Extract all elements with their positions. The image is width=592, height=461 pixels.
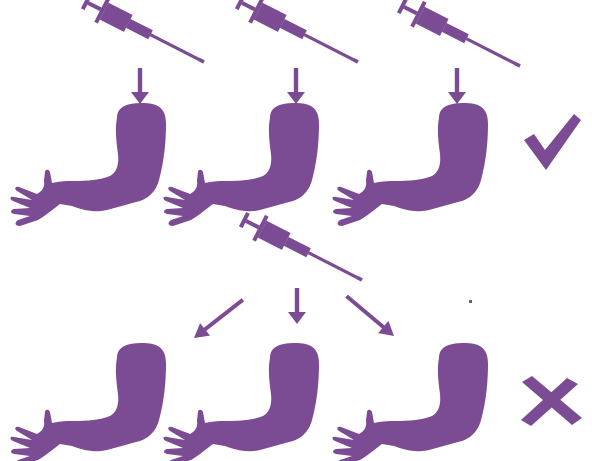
arm-icon bbox=[163, 343, 319, 461]
arm-icon bbox=[10, 343, 167, 461]
arrow-down-right-icon bbox=[341, 290, 400, 343]
syringe-icon bbox=[232, 0, 365, 75]
row-shared-syringe bbox=[10, 206, 582, 461]
arm-icon bbox=[10, 103, 167, 226]
stray-dot bbox=[469, 300, 472, 303]
arrow-down-icon bbox=[287, 68, 305, 104]
arm-icon bbox=[163, 103, 319, 226]
arm-icon bbox=[332, 343, 488, 461]
syringe-icon bbox=[394, 0, 527, 79]
checkmark-icon bbox=[524, 114, 581, 170]
row-separate-syringes bbox=[10, 0, 581, 226]
arrow-down-icon bbox=[131, 68, 149, 104]
cross-icon bbox=[521, 376, 582, 426]
syringe-icon bbox=[78, 0, 211, 75]
arrow-down-icon bbox=[448, 68, 466, 104]
arrow-down-icon bbox=[288, 288, 306, 324]
arrow-down-left-icon bbox=[189, 293, 248, 345]
arm-icon bbox=[332, 103, 488, 226]
